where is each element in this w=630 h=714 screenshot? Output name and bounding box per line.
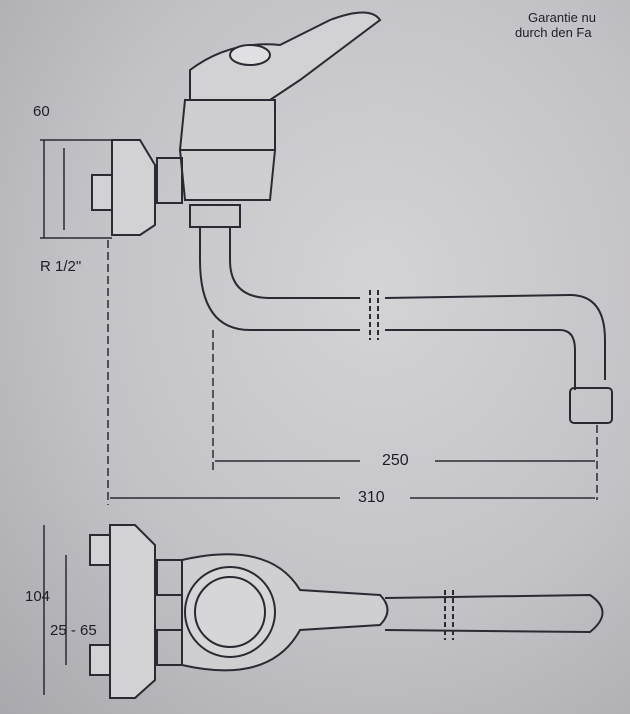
dimension-thread: R 1/2" xyxy=(40,258,82,275)
dimension-centers: 25 - 65 xyxy=(50,622,97,639)
header-text-line1: Garantie nu xyxy=(528,10,596,25)
dimension-height: 104 xyxy=(25,588,51,605)
dimension-flange-offset: 60 xyxy=(33,103,50,120)
dimension-spout-reach: 250 xyxy=(382,452,409,469)
faucet-top-view xyxy=(89,524,604,699)
faucet-side-view xyxy=(91,11,613,424)
dimension-lines xyxy=(40,139,598,695)
header-text-line2: durch den Fa xyxy=(515,25,592,40)
dimension-total-reach: 310 xyxy=(358,489,385,506)
